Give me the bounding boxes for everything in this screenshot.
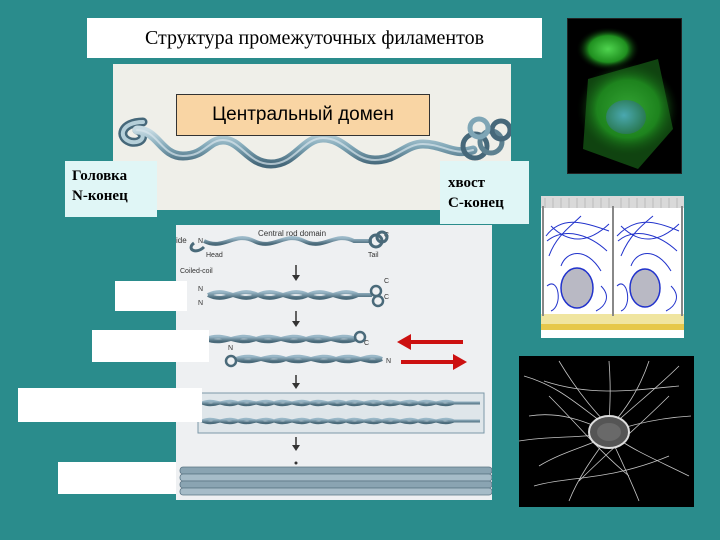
left-arrow-icon [397, 334, 463, 350]
protein-domain-diagram [113, 64, 513, 210]
slide-title: Структура промежуточных филаментов [87, 18, 542, 58]
head-label: Head [206, 252, 223, 259]
filament-network-micrograph [518, 356, 694, 507]
central-rod-domain-label: Central rod domain [258, 229, 326, 238]
n-label-1: N [198, 238, 203, 245]
blank-label-box-3 [18, 388, 202, 422]
tail-label-line2: С-конец [448, 195, 504, 211]
blank-label-box-2 [92, 330, 209, 362]
c-label-3: C [384, 294, 389, 301]
blank-label-box-4 [58, 462, 176, 494]
head-label-line2: N-конец [72, 188, 128, 204]
tail-label-line1: хвост [448, 175, 486, 191]
tail-label: Tail [368, 252, 379, 259]
fluorescence-micrograph-green [567, 18, 682, 174]
central-rod-wave [132, 125, 478, 169]
antiparallel-arrows [395, 330, 470, 374]
right-arrow-icon [401, 354, 467, 370]
tail-c-terminus-label: хвост С-конец [440, 161, 529, 224]
central-domain-label: Центральный домен [176, 94, 430, 136]
head-n-terminus-label: Головка N-конец [65, 161, 157, 217]
c-terminal-tail [460, 116, 513, 161]
c-label-4: C [364, 340, 369, 347]
head-label-line1: Головка [72, 168, 128, 184]
coiled-coil-label: Coiled-coil [180, 268, 213, 275]
epithelial-cells-drawing [541, 196, 684, 338]
n-label-4: N [228, 345, 233, 352]
n-label-5: N [386, 358, 391, 365]
n-label-3: N [198, 300, 203, 307]
c-label-2: C [384, 278, 389, 285]
blank-label-box-1 [115, 281, 187, 311]
n-label-2: N [198, 286, 203, 293]
cut-off-label: ide [176, 236, 187, 245]
